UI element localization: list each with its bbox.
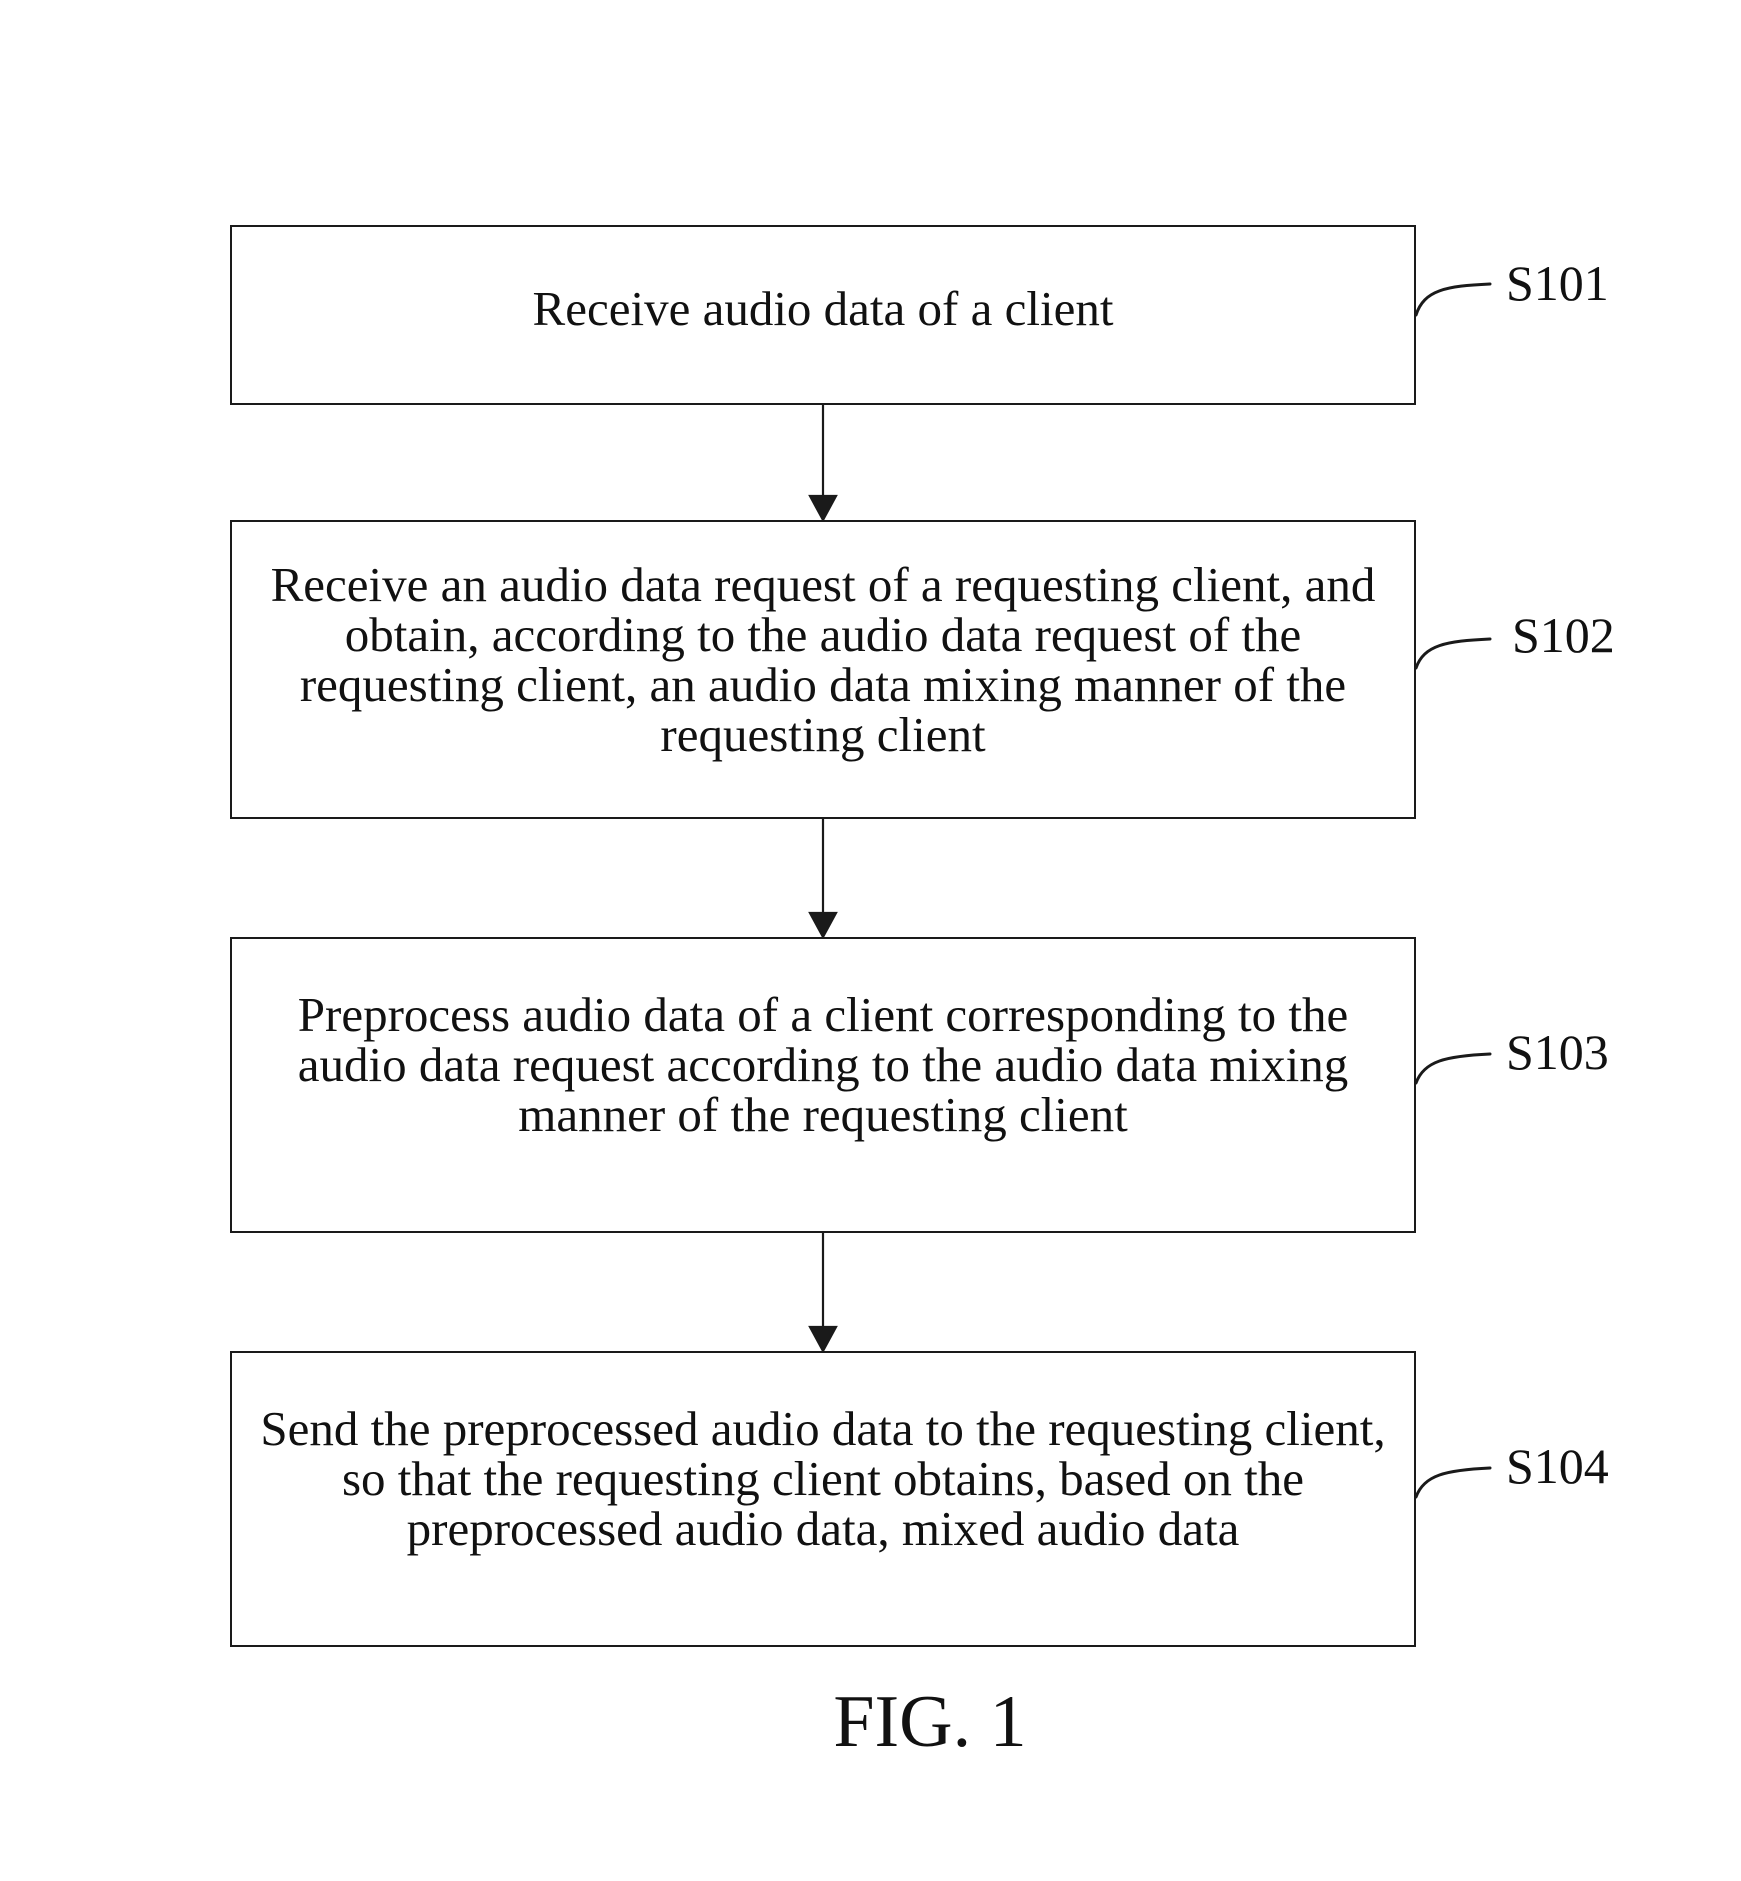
step-box-s104: Send the preprocessed audio data to the … (230, 1351, 1416, 1647)
step-box-s101: Receive audio data of a client (230, 225, 1416, 405)
arrow-s101-to-s102-head (810, 496, 836, 520)
leader-s101 (1416, 284, 1490, 315)
leader-s102 (1416, 639, 1490, 668)
step-label-s102: S102 (1512, 609, 1615, 661)
step-text-s101: Receive audio data of a client (533, 284, 1114, 334)
step-label-s103: S103 (1506, 1026, 1609, 1078)
step-text-s104: Send the preprocessed audio data to the … (260, 1404, 1385, 1554)
leader-s103 (1416, 1054, 1490, 1083)
arrow-s103-to-s104-head (810, 1327, 836, 1351)
step-text-s103: Preprocess audio data of a client corres… (298, 990, 1348, 1140)
arrow-s102-to-s103-head (810, 913, 836, 937)
leader-s104 (1416, 1468, 1490, 1497)
step-leaders (1416, 284, 1490, 1497)
step-text-s102: Receive an audio data request of a reque… (271, 560, 1376, 760)
step-box-s102: Receive an audio data request of a reque… (230, 520, 1416, 819)
step-label-s101: S101 (1506, 257, 1609, 309)
step-label-s104: S104 (1506, 1440, 1609, 1492)
step-box-s103: Preprocess audio data of a client corres… (230, 937, 1416, 1233)
figure-caption: FIG. 1 (0, 1682, 1741, 1762)
